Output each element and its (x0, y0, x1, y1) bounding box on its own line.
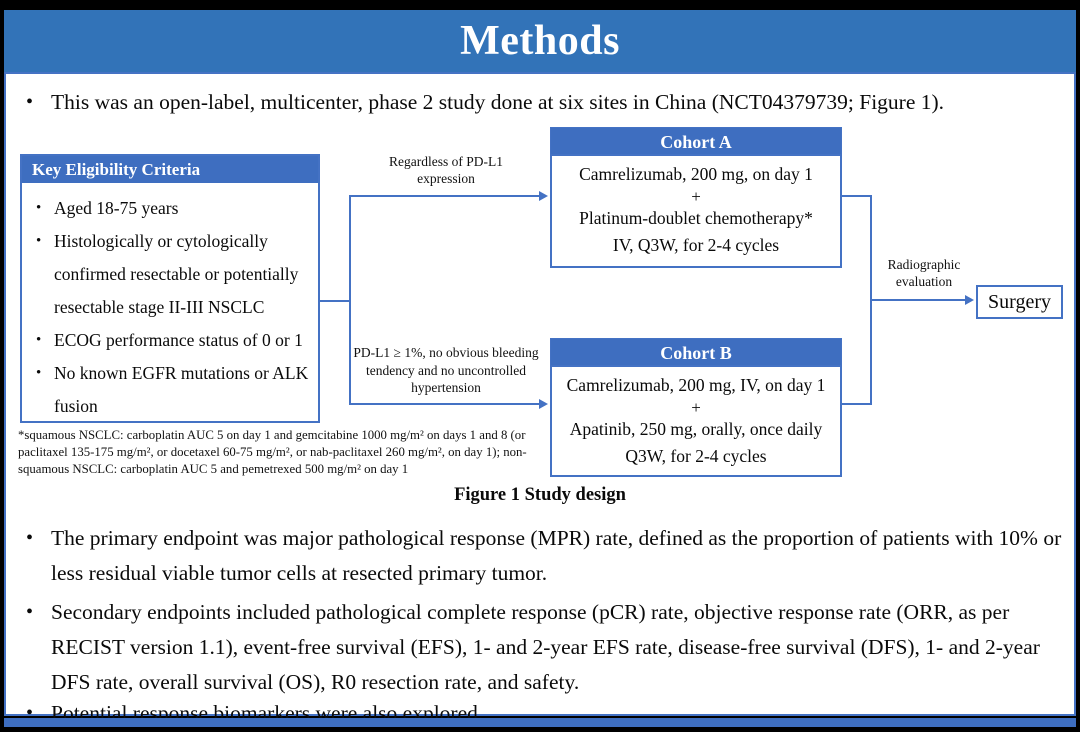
connector-to-cohort-a (349, 195, 540, 197)
secondary-endpoints-bullet: Secondary endpoints included pathologica… (20, 595, 1062, 700)
plus-sign: + (691, 398, 701, 417)
branch-top-label: Regardless of PD-L1 expression (389, 154, 503, 186)
arrow-right-icon (539, 191, 548, 201)
eligibility-item: Histologically or cytologically confirme… (30, 225, 312, 324)
slide-title-bar: Methods (4, 10, 1076, 72)
bottom-accent-bar (4, 718, 1076, 727)
plus-sign: + (691, 187, 701, 206)
connector-cohort-a-out (842, 195, 872, 197)
cohort-b-line: Camrelizumab, 200 mg, IV, on day 1 (566, 375, 826, 395)
cohort-b-line: Q3W, for 2-4 cycles (625, 446, 767, 466)
eligibility-list: Aged 18-75 years Histologically or cytol… (22, 183, 318, 423)
cohort-a-line: Camrelizumab, 200 mg, on day 1 (579, 164, 813, 184)
arrow-right-icon (965, 295, 974, 305)
eligibility-item: Aged 18-75 years (30, 192, 312, 225)
connector-to-surgery (870, 299, 967, 301)
cohort-b-box: Cohort B Camrelizumab, 200 mg, IV, on da… (550, 338, 842, 477)
eligibility-box: Key Eligibility Criteria Aged 18-75 year… (20, 154, 320, 423)
page-title: Methods (460, 18, 620, 64)
cohort-a-header: Cohort A (551, 128, 841, 156)
cohort-b-header: Cohort B (551, 339, 841, 367)
radiographic-evaluation-label: Radiographic evaluation (887, 257, 961, 289)
connector-eligibility-out (318, 300, 351, 302)
surgery-box: Surgery (976, 285, 1063, 319)
eligibility-header: Key Eligibility Criteria (22, 156, 318, 183)
arrow-right-icon (539, 399, 548, 409)
primary-endpoint-bullet: The primary endpoint was major pathologi… (20, 521, 1062, 591)
figure-footnote: *squamous NSCLC: carboplatin AUC 5 on da… (18, 428, 527, 476)
cohort-a-line: IV, Q3W, for 2-4 cycles (612, 235, 780, 255)
cohort-a-line: Platinum-doublet chemotherapy* (579, 208, 813, 228)
connector-branch-vertical (349, 195, 351, 405)
intro-bullet: This was an open-label, multicenter, pha… (20, 85, 1062, 120)
figure-caption: Figure 1 Study design (454, 485, 626, 505)
branch-bottom-label: PD-L1 ≥ 1%, no obvious bleeding tendency… (353, 345, 539, 395)
connector-cohort-b-out (842, 403, 872, 405)
eligibility-item: ECOG performance status of 0 or 1 (30, 324, 312, 357)
connector-to-cohort-b (349, 403, 540, 405)
eligibility-item: No known EGFR mutations or ALK fusion (30, 357, 312, 423)
cohort-a-box: Cohort A Camrelizumab, 200 mg, on day 1 … (550, 127, 842, 268)
cohort-b-line: Apatinib, 250 mg, orally, once daily (569, 419, 823, 439)
slide-content: This was an open-label, multicenter, pha… (4, 72, 1076, 731)
